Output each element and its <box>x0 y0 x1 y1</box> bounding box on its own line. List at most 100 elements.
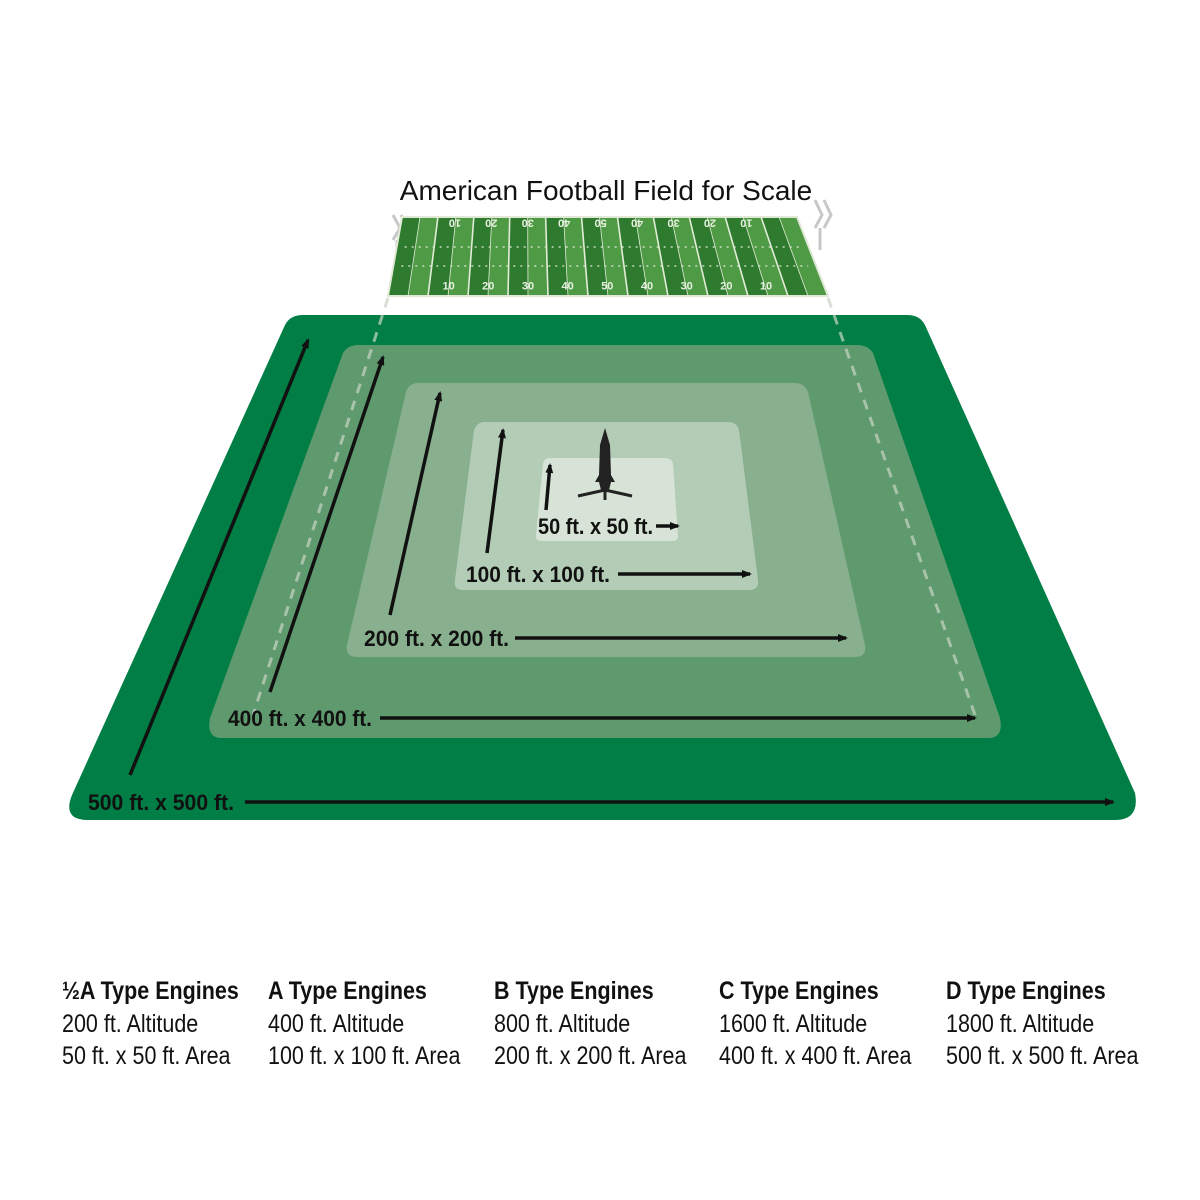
field-stripe <box>671 217 708 296</box>
field-stripe <box>488 217 510 296</box>
yard-number: 20 <box>485 216 497 228</box>
dimension-arrows <box>128 338 1115 806</box>
arrow-50-vertical <box>544 463 554 511</box>
legend-area: 200 ft. x 200 ft. Area <box>494 1042 687 1070</box>
arrow-200-vertical <box>388 391 443 616</box>
yard-number: 40 <box>558 216 570 228</box>
scale-line-left <box>251 297 390 716</box>
zone-label-100: 100 ft. x 100 ft. <box>466 562 610 587</box>
yard-number: 10 <box>449 216 461 228</box>
legend-b: B Type Engines 800 ft. Altitude 200 ft. … <box>494 975 718 1072</box>
field-stripe <box>468 217 492 296</box>
legend-title: D Type Engines <box>946 977 1106 1005</box>
yard-number: 50 <box>594 216 606 228</box>
field-stripe <box>653 217 688 296</box>
field-stripes <box>388 216 828 297</box>
legend-half-a: ½A Type Engines 200 ft. Altitude 50 ft. … <box>62 975 268 1072</box>
yard-line <box>580 216 589 297</box>
yard-line <box>670 216 689 297</box>
legend-altitude: 1600 ft. Altitude <box>719 1010 868 1038</box>
right-goalpost-icon <box>813 199 833 250</box>
yard-number: 50 <box>601 281 613 293</box>
field-stripe <box>388 217 420 296</box>
zone-label-500: 500 ft. x 500 ft. <box>88 790 234 815</box>
legend-a: A Type Engines 400 ft. Altitude 100 ft. … <box>268 975 492 1072</box>
yard-line <box>544 216 549 297</box>
legend-altitude: 800 ft. Altitude <box>494 1010 631 1038</box>
zone-50 <box>535 458 679 541</box>
field-stripe <box>545 217 568 296</box>
field-stripe <box>508 217 528 296</box>
yard-number: 40 <box>562 281 574 293</box>
field-stripe <box>689 217 728 296</box>
field-stripe <box>707 217 748 296</box>
yard-number: 40 <box>631 216 643 228</box>
field-stripe <box>563 217 588 296</box>
legend-title: ½A Type Engines <box>62 977 239 1005</box>
field-stripe <box>599 217 628 296</box>
yard-line <box>599 216 609 297</box>
yard-line <box>616 216 629 297</box>
legend-altitude: 200 ft. Altitude <box>62 1010 199 1038</box>
zone-label-400: 400 ft. x 400 ft. <box>228 706 372 731</box>
football-field: American Football Field for Scale 10 20 30… <box>386 175 833 297</box>
yard-line <box>706 216 729 297</box>
rocket-icon <box>577 428 633 500</box>
legend-c: C Type Engines 1600 ft. Altitude 400 ft.… <box>719 975 943 1072</box>
legend-area: 100 ft. x 100 ft. Area <box>268 1042 461 1070</box>
field-stripe <box>448 217 474 296</box>
field-stripe <box>617 217 648 296</box>
yard-number: 30 <box>667 216 679 228</box>
yard-number: 10 <box>443 281 455 293</box>
legend-altitude: 400 ft. Altitude <box>268 1010 405 1038</box>
yard-line <box>742 216 769 297</box>
field-stripe <box>527 217 548 296</box>
legend-title: C Type Engines <box>719 977 879 1005</box>
field-stripe <box>743 217 788 296</box>
yard-line <box>487 216 493 297</box>
field-stripe <box>725 217 768 296</box>
yard-line <box>507 216 511 297</box>
yard-number: 20 <box>482 281 494 293</box>
yard-number: 30 <box>522 281 534 293</box>
yard-line <box>652 216 669 297</box>
yard-number: 20 <box>704 216 716 228</box>
yard-line <box>778 216 809 297</box>
arrow-100-vertical <box>485 428 506 554</box>
yard-line <box>760 216 789 297</box>
arrow-400-vertical <box>268 355 385 693</box>
yard-number: 10 <box>740 216 752 228</box>
yard-line <box>688 216 709 297</box>
yard-line <box>724 216 749 297</box>
legend-area: 500 ft. x 500 ft. Area <box>946 1042 1139 1070</box>
field-title: American Football Field for Scale <box>400 175 812 206</box>
yard-number: 40 <box>641 281 653 293</box>
legend-title: A Type Engines <box>268 977 427 1005</box>
field-outline <box>386 216 830 297</box>
yard-line <box>447 216 457 297</box>
legend-title: B Type Engines <box>494 977 654 1005</box>
legend-d: D Type Engines 1800 ft. Altitude 500 ft.… <box>946 975 1170 1072</box>
yard-line <box>563 216 569 297</box>
yard-line <box>467 216 475 297</box>
zone-label-200: 200 ft. x 200 ft. <box>364 626 509 651</box>
yard-number: 30 <box>522 216 534 228</box>
yard-line <box>427 216 439 297</box>
scale-line-right <box>826 297 977 716</box>
yard-line <box>635 216 649 297</box>
legend-altitude: 1800 ft. Altitude <box>946 1010 1095 1038</box>
field-stripe <box>761 217 808 296</box>
field-stripe <box>635 217 668 296</box>
yard-line <box>407 216 421 297</box>
field-stripe <box>428 217 456 296</box>
engine-legend: ½A Type Engines 200 ft. Altitude 50 ft. … <box>0 975 1200 1095</box>
field-stripe <box>779 217 828 296</box>
yard-numbers-top: 10 20 30 40 50 40 30 20 10 <box>449 216 753 228</box>
arrow-500-vertical <box>128 338 310 776</box>
legend-area: 50 ft. x 50 ft. Area <box>62 1042 231 1070</box>
launch-area-diagram: American Football Field for Scale 10 20 30… <box>69 175 1136 820</box>
zone-label-50: 50 ft. x 50 ft. <box>538 514 653 539</box>
legend-area: 400 ft. x 400 ft. Area <box>719 1042 912 1070</box>
yard-number: 10 <box>760 281 772 293</box>
